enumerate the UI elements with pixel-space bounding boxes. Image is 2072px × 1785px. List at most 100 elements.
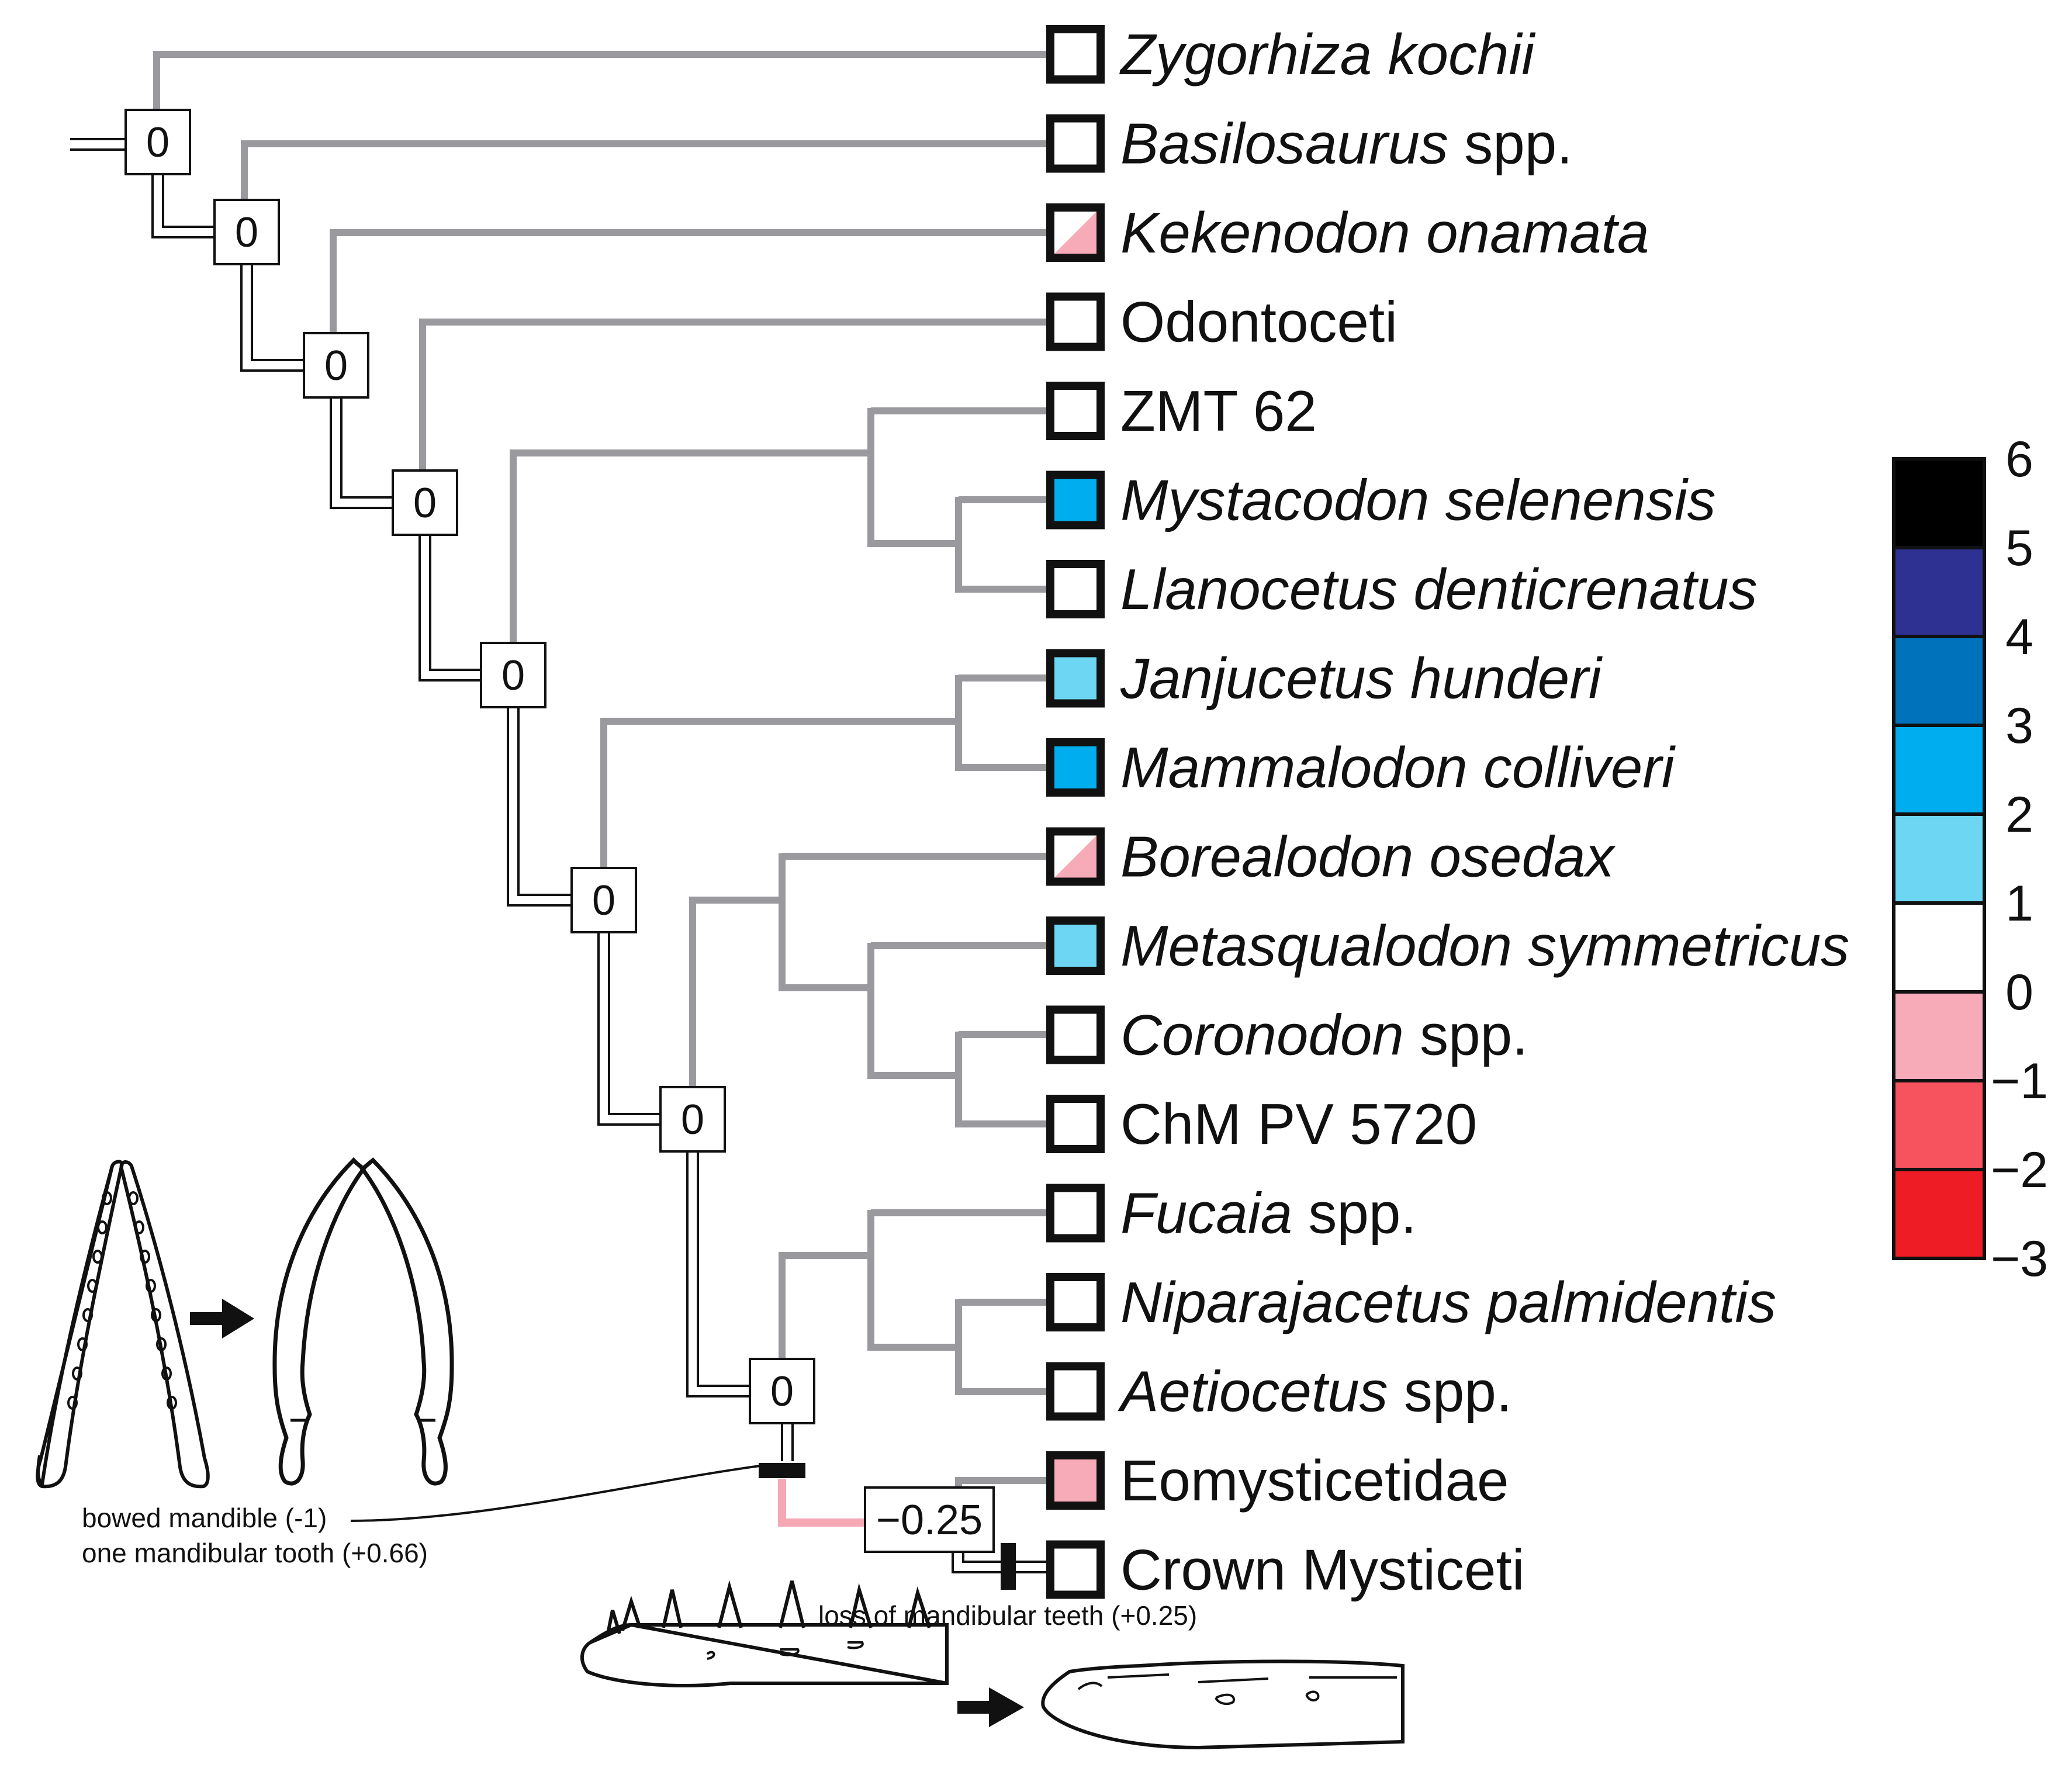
ancestral-lineage bbox=[507, 707, 572, 907]
ancestral-state-node: 0 bbox=[749, 1358, 815, 1424]
annotation-bowed-mandible: bowed mandible (-1) bbox=[82, 1503, 327, 1533]
tip-state-box bbox=[1046, 738, 1105, 797]
scale-tick-label: 4 bbox=[2005, 609, 2033, 665]
node-boxes: 0 0 0 0 0 0 0 0 −0.25 bbox=[124, 109, 995, 1553]
ancestral-lineage bbox=[418, 535, 481, 682]
scale-swatch bbox=[1892, 457, 1986, 549]
scale-tick-label: 0 bbox=[2005, 964, 2033, 1021]
tip-state-box bbox=[1046, 827, 1105, 886]
ancestral-state-node: 0 bbox=[303, 332, 369, 399]
toothed-mandible-side-view bbox=[580, 1580, 949, 1687]
ancestral-lineage bbox=[330, 397, 393, 509]
taxon-label: Crown Mysticeti bbox=[1120, 1538, 1525, 1602]
scale-swatch bbox=[1892, 546, 1986, 638]
toothless-mandible-side-view bbox=[1041, 1659, 1405, 1750]
branch-toothed-stem bbox=[689, 897, 782, 1087]
taxon-label: Niparajacetus palmidentis bbox=[1120, 1270, 1776, 1334]
node-value: 0 bbox=[681, 1096, 704, 1143]
arrow-icon bbox=[190, 1299, 254, 1338]
tip-state-box bbox=[1046, 471, 1105, 530]
scale-swatch bbox=[1892, 812, 1986, 905]
taxon-label: Metasqualodon symmetricus bbox=[1120, 914, 1849, 978]
branch-metasqualodon bbox=[867, 942, 1075, 1079]
taxon-label: Basilosaurus spp. bbox=[1120, 112, 1573, 176]
branch-kekenodon bbox=[330, 229, 1075, 333]
branch-zygorhiza bbox=[153, 51, 1075, 111]
taxon-label: Eomysticetidae bbox=[1120, 1448, 1509, 1513]
tip-state-box bbox=[1046, 916, 1105, 975]
branch-aetiocetid-stem bbox=[779, 1252, 871, 1359]
branch-zmt62 bbox=[867, 407, 1075, 547]
tip-state-box bbox=[1046, 1184, 1105, 1243]
branch-odontoceti bbox=[419, 319, 1075, 471]
scale-swatch bbox=[1892, 901, 1986, 994]
scale-swatch bbox=[1892, 635, 1986, 727]
taxon-label: ChM PV 5720 bbox=[1120, 1092, 1477, 1156]
bowed-mandible-illustration bbox=[272, 1157, 454, 1486]
tip-state-box bbox=[1046, 292, 1105, 351]
node-value: 0 bbox=[592, 877, 615, 924]
branch-llanocetid-stem bbox=[510, 449, 871, 646]
taxon-label: Mammalodon colliveri bbox=[1120, 735, 1676, 800]
tip-state-box bbox=[1046, 25, 1105, 84]
node-value: 0 bbox=[501, 652, 525, 699]
taxon-label: Fucaia spp. bbox=[1120, 1181, 1417, 1246]
taxon-label: Borealodon osedax bbox=[1120, 825, 1616, 889]
node-value: 0 bbox=[146, 119, 170, 166]
tip-state-box bbox=[1046, 1540, 1105, 1599]
branch-fucaia bbox=[867, 1209, 1075, 1351]
scale-swatch bbox=[1892, 724, 1986, 816]
ancestral-lineage bbox=[686, 1151, 750, 1397]
mandible-annotation: bowed mandible (-1) one mandibular tooth… bbox=[82, 1465, 1197, 1631]
ancestral-lineage bbox=[240, 264, 304, 372]
ancestral-state-node: 0 bbox=[392, 469, 458, 536]
node-value: −0.25 bbox=[876, 1497, 983, 1544]
scale-tick-label: −3 bbox=[1991, 1231, 2048, 1287]
tip-state-box bbox=[1046, 1095, 1105, 1153]
node-value: 0 bbox=[770, 1368, 794, 1415]
tip-state-box bbox=[1046, 1273, 1105, 1331]
ancestral-lineages bbox=[151, 174, 1075, 1590]
scale-tick-label: 2 bbox=[2005, 787, 2033, 843]
tip-state-box bbox=[1046, 1451, 1105, 1510]
taxon-label: Odontoceti bbox=[1120, 290, 1398, 354]
tip-state-box bbox=[1046, 1005, 1105, 1064]
tip-states bbox=[1046, 25, 1105, 1599]
taxon-label: Coronodon spp. bbox=[1120, 1003, 1528, 1067]
scale-tick-label: 5 bbox=[2005, 520, 2033, 576]
root-stub bbox=[70, 138, 127, 151]
scale-swatch bbox=[1892, 1168, 1986, 1260]
scale-tick-label: 1 bbox=[2005, 876, 2033, 932]
branch-borealodon bbox=[779, 853, 1075, 991]
ancestral-state-node: 0 bbox=[124, 109, 191, 175]
ancestral-lineage bbox=[151, 174, 215, 238]
taxon-label: Janjucetus hunderi bbox=[1120, 646, 1603, 711]
scale-tick-label: 3 bbox=[2005, 698, 2033, 754]
node-value: 0 bbox=[413, 480, 437, 527]
ancestral-lineage bbox=[781, 1423, 794, 1461]
mandible-top-view-illustration bbox=[36, 1160, 210, 1489]
ancestral-state-node: 0 bbox=[570, 867, 637, 933]
branch-chaeomysticete-highlight bbox=[778, 1479, 871, 1527]
ancestral-state-node: −0.25 bbox=[864, 1486, 995, 1553]
scale-swatch bbox=[1892, 1079, 1986, 1171]
transition-bar-tooth-loss bbox=[1001, 1543, 1016, 1590]
ancestral-state-node: 0 bbox=[659, 1086, 726, 1153]
tip-state-box bbox=[1046, 203, 1105, 262]
ancestral-state-node: 0 bbox=[480, 642, 546, 708]
tip-state-box bbox=[1046, 114, 1105, 173]
ancestral-lineage bbox=[597, 932, 660, 1126]
taxon-label: Kekenodon onamata bbox=[1120, 200, 1649, 265]
ancestral-state-node: 0 bbox=[213, 199, 280, 265]
node-value: 0 bbox=[324, 343, 348, 389]
tip-state-box bbox=[1046, 382, 1105, 440]
leader-line bbox=[350, 1465, 760, 1522]
annotation-one-tooth: one mandibular tooth (+0.66) bbox=[82, 1538, 428, 1568]
scale-tick-label: −2 bbox=[1991, 1142, 2048, 1198]
scale-tick-label: 6 bbox=[2005, 431, 2033, 487]
node-value: 0 bbox=[235, 209, 258, 256]
taxon-label: Mystacodon selenensis bbox=[1120, 468, 1716, 532]
branches bbox=[70, 51, 1075, 1527]
